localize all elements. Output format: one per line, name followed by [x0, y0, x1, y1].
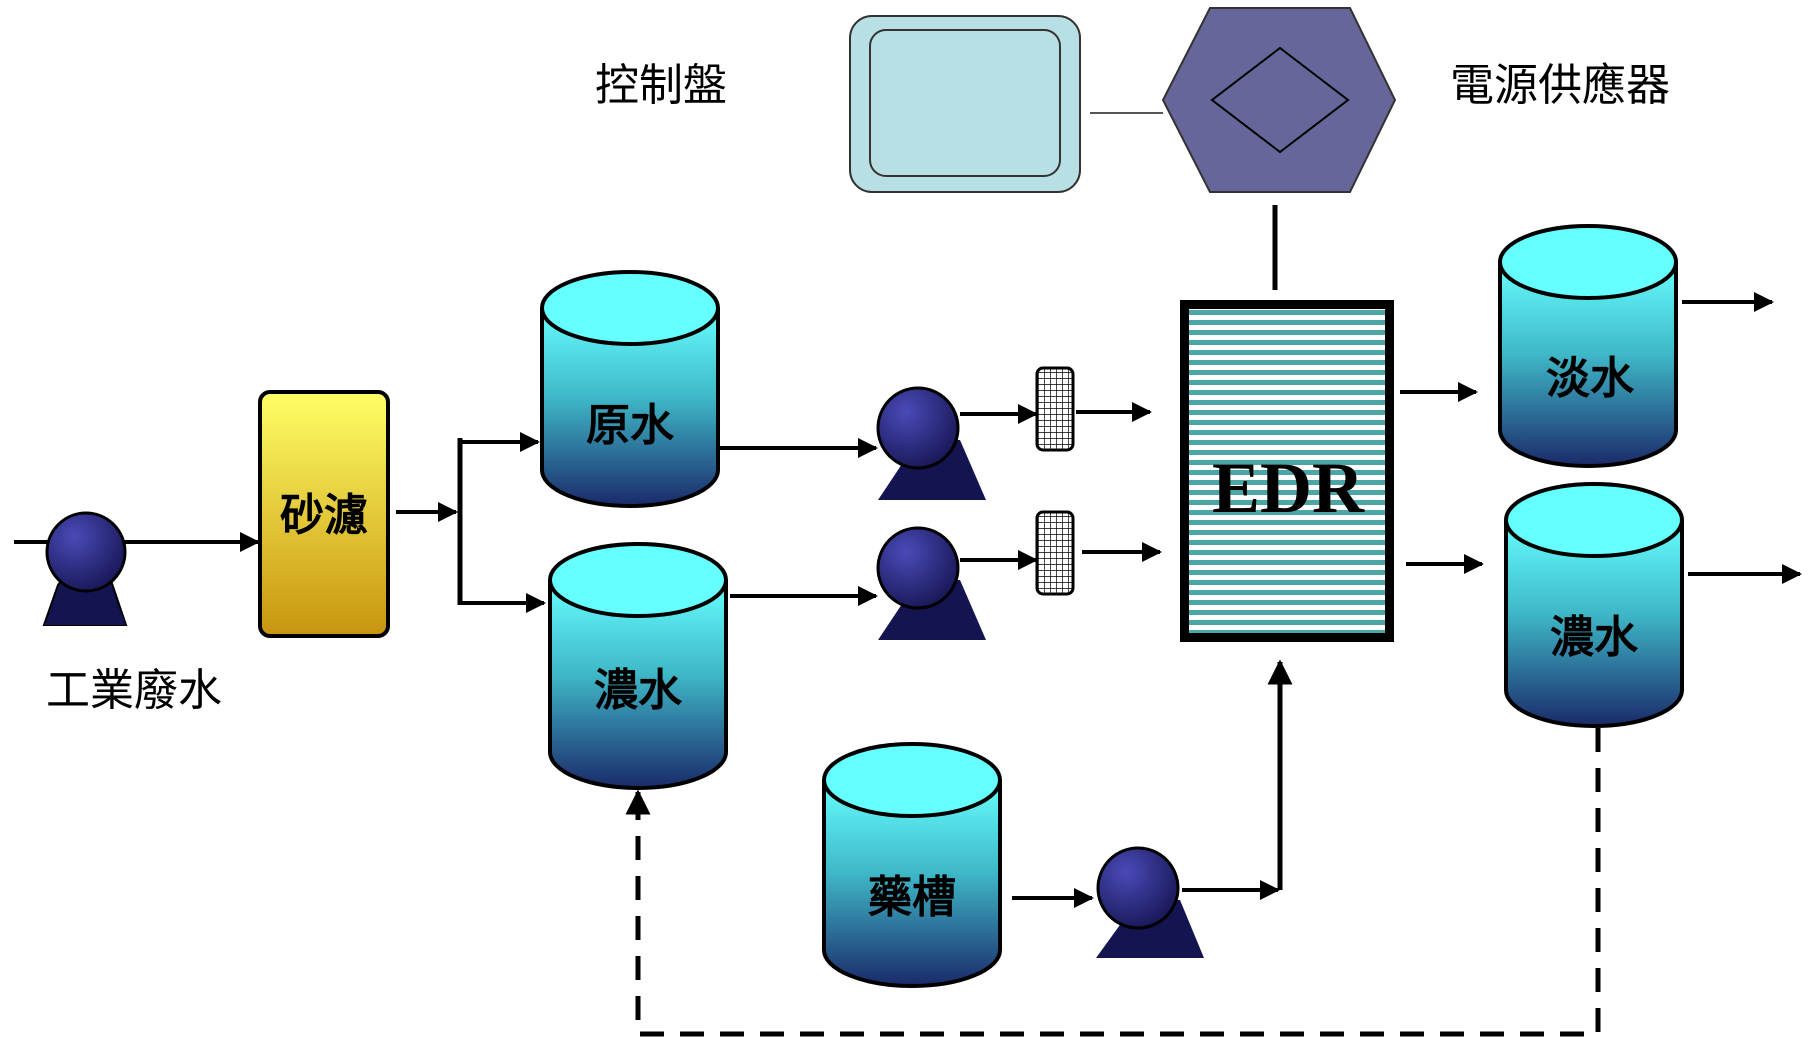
concentrate-tank-left [548, 542, 728, 790]
edr-label: EDR [1212, 448, 1365, 528]
inlet-pump [42, 511, 128, 626]
cartridge-filter-2 [1035, 510, 1075, 596]
fresh-water-label: 淡水 [1546, 353, 1635, 404]
concentrate-pump [876, 526, 986, 640]
fresh-water-tank [1498, 224, 1678, 468]
cartridge-filter-1 [1035, 366, 1075, 452]
control-panel [849, 15, 1081, 193]
chemical-pump [1096, 846, 1204, 958]
chemical-tank [822, 742, 1002, 988]
power-supply [1161, 7, 1397, 193]
power-supply-label: 電源供應器 [1450, 60, 1670, 111]
raw-water-label: 原水 [586, 400, 675, 451]
edr-unit [1180, 300, 1394, 642]
control-panel-label: 控制盤 [595, 60, 727, 111]
concentrate-right-label: 濃水 [1550, 612, 1639, 663]
sand-filter-label: 砂濾 [280, 490, 368, 541]
raw-water-pump [876, 386, 986, 500]
raw-water-tank [540, 270, 720, 508]
chemical-tank-label: 藥槽 [868, 872, 956, 923]
concentrate-left-label: 濃水 [594, 665, 683, 716]
recycle-line [625, 728, 1601, 1037]
sand-filter [258, 390, 390, 638]
industrial-wastewater-label: 工業廢水 [46, 665, 222, 716]
concentrate-tank-right [1504, 482, 1684, 728]
